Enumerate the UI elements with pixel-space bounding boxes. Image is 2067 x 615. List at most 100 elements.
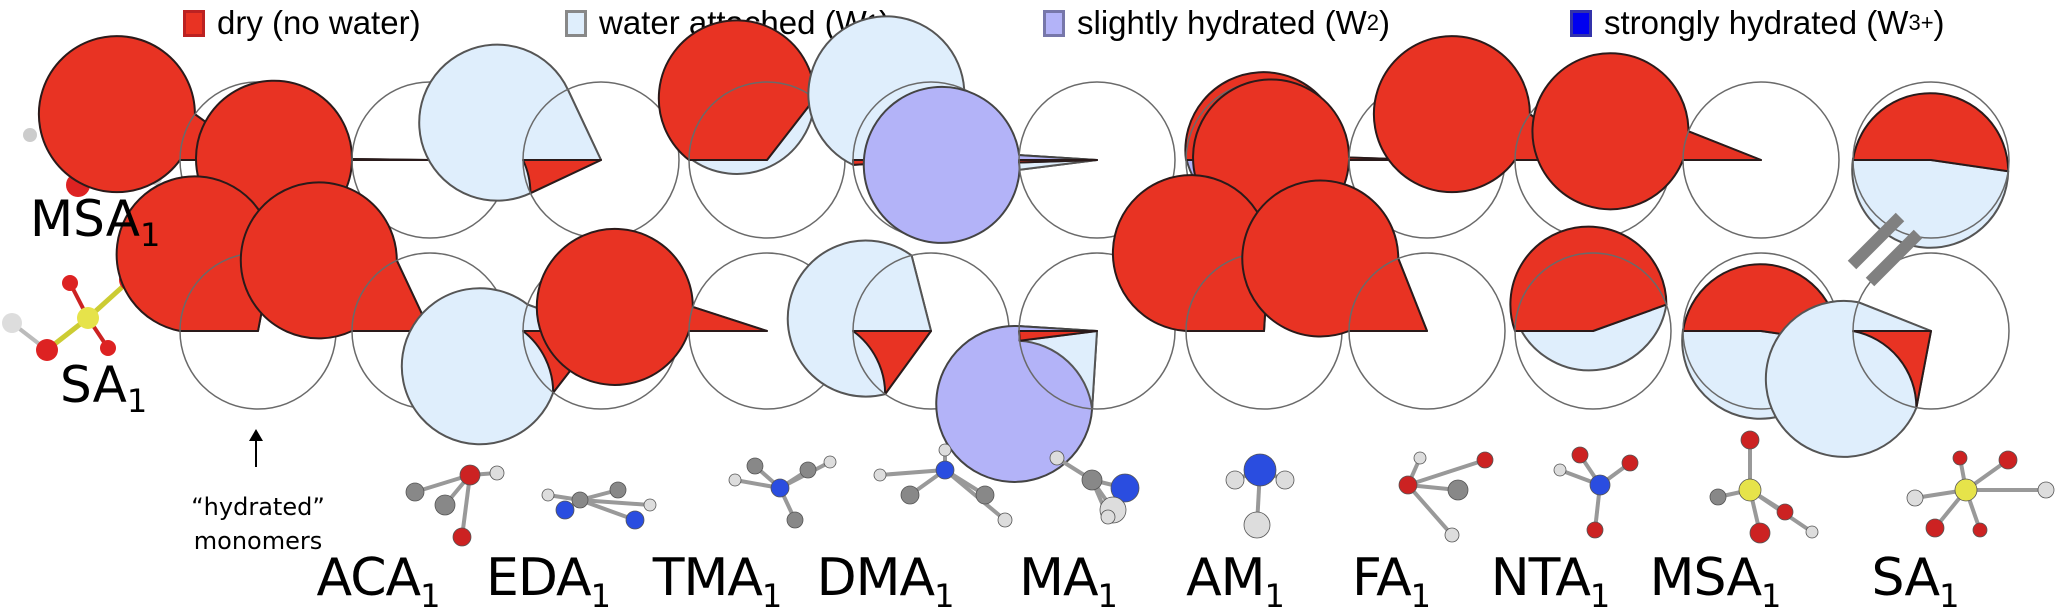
- pie-slice-dry: [1509, 225, 1668, 332]
- col-label-tma-main: TMA: [652, 548, 763, 608]
- col-label-tma: TMA1: [632, 548, 802, 615]
- tma-molecule-icon: [728, 455, 837, 529]
- col-label-aca-sub: 1: [420, 577, 440, 615]
- pie-slice-dry: [1852, 330, 1932, 409]
- pie-outline: [1682, 81, 1840, 239]
- pie-slice-dry: [239, 181, 431, 340]
- pie-MSA1-EDA1: [418, 43, 680, 239]
- pie-SA1-hydratedmonomers: [115, 175, 337, 410]
- pie-slice-w1: [1018, 330, 1098, 410]
- col-label-am-main: AM: [1186, 548, 1265, 608]
- col-label-aca-main: ACA: [316, 548, 422, 608]
- col-label-sa-sub: 1: [1939, 577, 1959, 615]
- pie-SA1-NTA1: [1509, 225, 1672, 410]
- pie-outline: [1348, 252, 1506, 410]
- col-label-nta-sub: 1: [1589, 577, 1610, 615]
- pie-slice-dry: [1241, 179, 1428, 338]
- col-label-sa-main: SA: [1871, 548, 1941, 608]
- col-label-eda-sub: 1: [590, 577, 611, 615]
- pie-slice-dry: [115, 175, 274, 332]
- sa-molecule-icon-bottom: [1906, 450, 2055, 538]
- legend-swatch-w1: [565, 9, 587, 37]
- col-label-msa-main: MSA: [1649, 548, 1762, 608]
- pie-SA1-FA1: [1241, 179, 1506, 410]
- equals-sign: [1847, 212, 1923, 287]
- pie-SA1-SA1: [1764, 252, 2010, 458]
- pie-outline: [1852, 252, 2010, 410]
- pie-slice-w1: [418, 43, 602, 202]
- legend-item-dry: dry (no water): [183, 4, 421, 42]
- legend-swatch-w3: [1570, 9, 1592, 37]
- row-label-msa-main: MSA: [30, 190, 141, 248]
- legend-label-w3-sub: 3+: [1908, 10, 1934, 35]
- row-label-msa: MSA1: [30, 190, 160, 254]
- pie-SA1-MA1: [935, 252, 1176, 483]
- legend-label-w3: strongly hydrated (W: [1604, 4, 1909, 41]
- col-label-sa: SA1: [1830, 548, 2000, 615]
- col-label-fa-sub: 1: [1410, 577, 1431, 615]
- pie-slice-dry: [1531, 52, 1762, 211]
- row-label-msa-sub: 1: [140, 216, 161, 254]
- pie-SA1-DMA1: [786, 239, 1010, 410]
- dma-molecule-icon: [873, 443, 1013, 528]
- pie-outline: [1852, 81, 2010, 239]
- legend-label-w2-end: ): [1379, 4, 1391, 41]
- col-label-aca: ACA1: [293, 548, 463, 615]
- hydrated-monomers-note: “hydrated” monomers: [168, 490, 348, 558]
- col-label-eda: EDA1: [463, 548, 633, 615]
- pie-slice-dry: [1852, 92, 2010, 173]
- col-label-fa: FA1: [1306, 548, 1476, 615]
- col-label-nta: NTA1: [1465, 548, 1635, 615]
- pie-slice-dry: [535, 227, 768, 386]
- col-label-fa-main: FA: [1351, 548, 1412, 608]
- pie-slice-w2: [862, 85, 1098, 244]
- pie-slice-w1: [1764, 299, 1932, 458]
- col-label-tma-sub: 1: [761, 577, 782, 615]
- col-label-ma: MA1: [983, 548, 1153, 615]
- legend-label-w2: slightly hydrated (W: [1077, 4, 1367, 41]
- pie-slice-w1: [786, 239, 932, 398]
- pie-slice-dry: [1111, 174, 1270, 332]
- pie-MSA1-MSA1: [1531, 52, 1840, 239]
- pie-outline: [1514, 252, 1672, 410]
- legend-label-w2-sub: 2: [1366, 10, 1380, 35]
- col-label-msa: MSA1: [1630, 548, 1800, 615]
- col-label-nta-main: NTA: [1490, 548, 1591, 608]
- aca-molecule-icon: [405, 464, 505, 547]
- row-label-sa-main: SA: [60, 356, 127, 414]
- col-label-ma-main: MA: [1019, 548, 1098, 608]
- pie-slice-dry: [522, 159, 602, 195]
- col-label-dma: DMA1: [800, 548, 970, 615]
- note-line-1: “hydrated”: [191, 493, 325, 521]
- col-label-eda-main: EDA: [486, 548, 592, 608]
- nta-molecule-icon: [1553, 446, 1639, 539]
- legend-label-w3-end: ): [1933, 4, 1945, 41]
- pie-slice-w1: [1514, 303, 1668, 372]
- pie-SA1-TMA1: [535, 227, 846, 410]
- legend-swatch-w2: [1043, 9, 1065, 37]
- arrow-up-icon: [249, 429, 263, 467]
- eda-molecule-icon: [541, 481, 657, 530]
- pie-outline: [1018, 252, 1176, 410]
- am-molecule-icon: [1225, 453, 1295, 539]
- pie-slice-w2: [935, 324, 1098, 483]
- legend-label-dry: dry (no water): [217, 4, 421, 41]
- col-label-ma-sub: 1: [1097, 577, 1118, 615]
- note-line-2: monomers: [193, 527, 323, 555]
- col-label-am: AM1: [1150, 548, 1320, 615]
- col-label-am-sub: 1: [1264, 577, 1285, 615]
- pie-outline: [1018, 81, 1176, 239]
- pie-MSA1-MA1: [862, 81, 1176, 244]
- fa-molecule-icon: [1398, 451, 1494, 543]
- row-label-sa: SA1: [60, 356, 147, 420]
- pie-slice-dry: [852, 330, 932, 396]
- col-label-dma-main: DMA: [816, 548, 935, 608]
- ma-molecule-icon: [1049, 450, 1140, 525]
- pie-MSA1-SA1: [1851, 81, 2010, 249]
- col-label-dma-sub: 1: [934, 577, 954, 615]
- col-label-msa-sub: 1: [1761, 577, 1781, 615]
- msa-molecule-icon-bottom: [1709, 430, 1819, 544]
